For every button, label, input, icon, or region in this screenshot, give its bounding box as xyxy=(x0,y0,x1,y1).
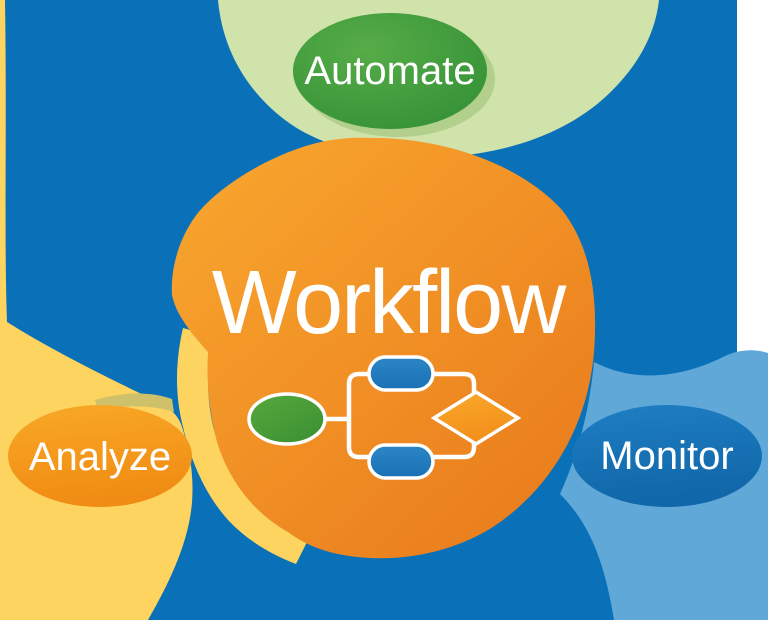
flowchart-process-node-bottom xyxy=(367,443,435,480)
analyze-ellipse xyxy=(8,405,192,507)
monitor-ellipse xyxy=(572,405,762,507)
automate-ellipse xyxy=(293,13,487,129)
olive-shadow-band xyxy=(95,393,174,412)
flowchart-start-node xyxy=(247,392,327,446)
flowchart-decision-node xyxy=(430,389,522,447)
workflow-title: Workflow xyxy=(212,253,567,353)
flowchart-process-node-top xyxy=(367,355,435,392)
analyze-label: Analyze xyxy=(29,435,171,479)
automate-label: Automate xyxy=(304,49,475,93)
yellow-swoosh-arm xyxy=(177,328,312,564)
flowchart-connector-loop xyxy=(346,371,477,460)
flowchart xyxy=(247,355,522,480)
workflow-circle xyxy=(171,137,596,559)
monitor-label: Monitor xyxy=(600,434,733,478)
